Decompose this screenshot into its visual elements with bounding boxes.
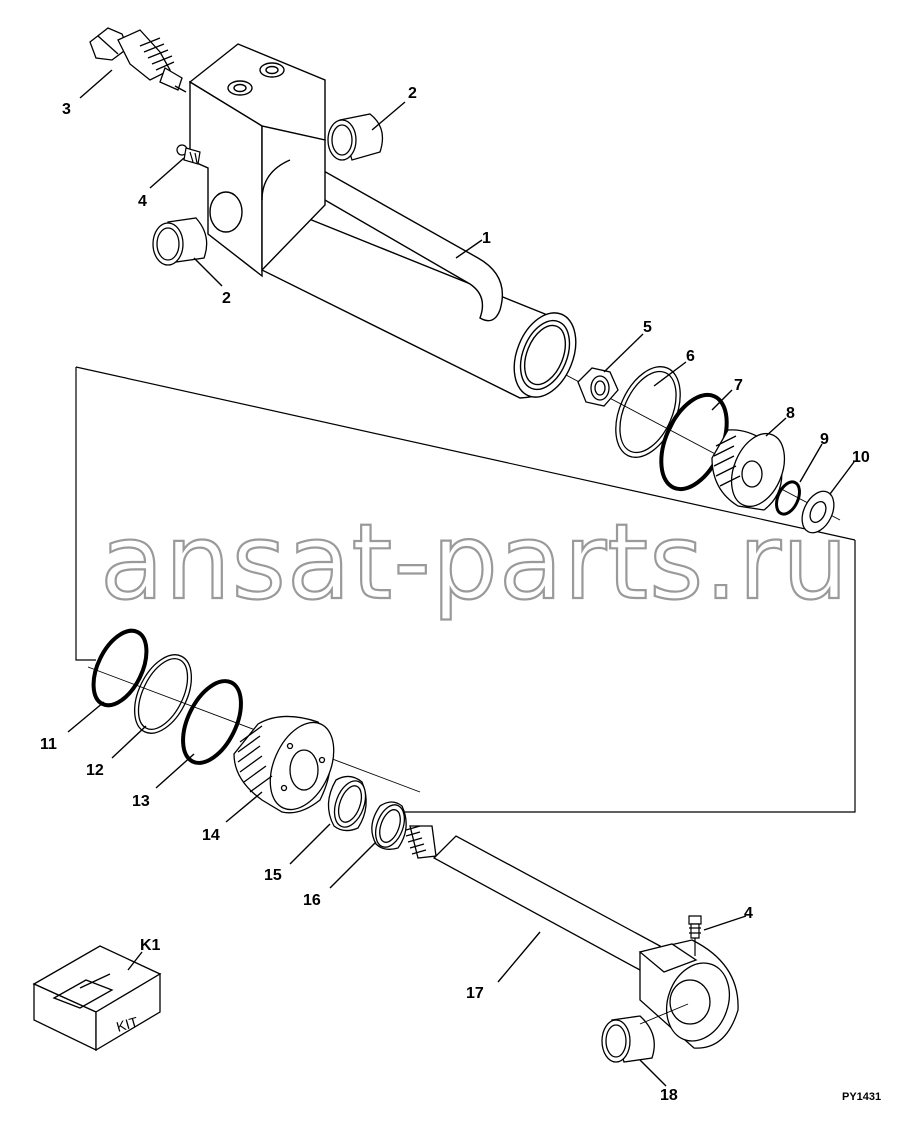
callout-17: 17 (466, 985, 484, 1002)
part-12-backup-ring[interactable] (123, 646, 203, 743)
drawing-id: PY1431 (842, 1091, 881, 1103)
callout-4-lower: 4 (744, 905, 753, 922)
callout-14: 14 (202, 827, 220, 844)
part-13-o-ring[interactable] (171, 672, 253, 772)
part-14-piston[interactable] (234, 713, 346, 820)
callout-6: 6 (686, 348, 695, 365)
part-2-bushing-upper[interactable] (328, 114, 382, 160)
part-11-o-ring[interactable] (83, 622, 158, 713)
part-17-piston-rod[interactable] (406, 826, 740, 1050)
callout-16: 16 (303, 892, 321, 909)
callout-8: 8 (786, 405, 795, 422)
callout-10: 10 (852, 449, 870, 466)
part-3-valve-fitting[interactable] (90, 28, 186, 92)
callout-2-upper: 2 (408, 85, 417, 102)
part-9-small-o-ring[interactable] (772, 478, 804, 517)
part-4-grease-fitting-lower[interactable] (689, 916, 701, 956)
callout-3: 3 (62, 101, 71, 118)
callout-9: 9 (820, 431, 829, 448)
callout-15: 15 (264, 867, 282, 884)
callout-4-upper: 4 (138, 193, 147, 210)
part-8-gland[interactable] (712, 426, 794, 514)
watermark-text: ansat-parts.ru (100, 501, 849, 623)
part-2-bushing-lower[interactable] (153, 218, 207, 265)
kit-box-icon[interactable] (34, 946, 160, 1050)
part-4-grease-fitting-upper[interactable] (177, 145, 200, 164)
kit-box-label: KIT (114, 1013, 140, 1035)
part-16-seal[interactable] (370, 801, 409, 851)
part-15-wear-ring[interactable] (328, 776, 371, 831)
callout-1: 1 (482, 230, 491, 247)
callout-13: 13 (132, 793, 150, 810)
part-5-hex-nut[interactable] (578, 368, 618, 406)
callout-5: 5 (643, 319, 652, 336)
part-1-cylinder-barrel[interactable] (190, 44, 587, 406)
callout-18: 18 (660, 1087, 678, 1104)
leader-lines (67, 69, 855, 1087)
callout-2-lower: 2 (222, 290, 231, 307)
callout-k1: K1 (140, 937, 161, 954)
part-10-washer[interactable] (796, 486, 840, 538)
callout-12: 12 (86, 762, 104, 779)
callout-11: 11 (40, 736, 57, 753)
part-18-bushing[interactable] (602, 1004, 688, 1062)
callout-7: 7 (734, 377, 743, 394)
